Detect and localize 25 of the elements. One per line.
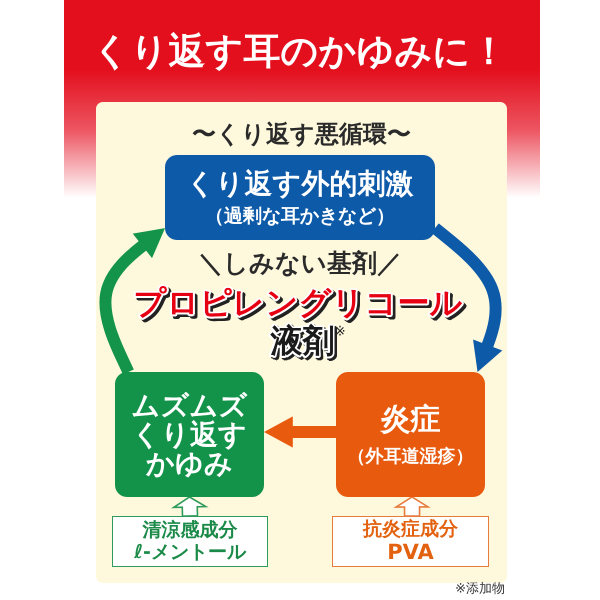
footnote: ※添加物: [455, 582, 505, 598]
ingredient-name: プロピレングリコール: [134, 284, 462, 322]
ingredient-type: 清涼感成分: [142, 520, 238, 542]
panel-heading: 〜くり返す悪循環〜: [192, 120, 411, 149]
box-heading: ムズムズくり返すかゆみ: [131, 390, 248, 478]
box-heading: くり返す外的刺激: [186, 167, 414, 201]
ingredient-name: ℓ-メントール: [134, 542, 246, 564]
tagline: ＼しみない基剤／: [198, 250, 402, 278]
arrow: [264, 416, 336, 448]
curved-arrow: [99, 228, 165, 375]
process-box: [165, 155, 435, 240]
cycle-panel: [96, 102, 507, 583]
box-heading: 炎症: [380, 402, 440, 438]
title-heading: くり返す耳のかゆみに！: [92, 30, 508, 74]
curved-arrow: [431, 223, 502, 372]
process-box: [115, 372, 264, 497]
box-note: （過剰な耳かきなど）: [205, 204, 395, 228]
ingredient-name: PVA: [387, 540, 434, 564]
block-arrow: [171, 496, 209, 518]
process-box: [336, 372, 485, 497]
ingredient-type: 抗炎症成分: [363, 519, 458, 541]
ingredient-box: [332, 516, 489, 567]
block-arrow: [393, 496, 431, 517]
box-note: （外耳道湿疹）: [348, 446, 474, 468]
ingredient-box: [112, 516, 268, 567]
